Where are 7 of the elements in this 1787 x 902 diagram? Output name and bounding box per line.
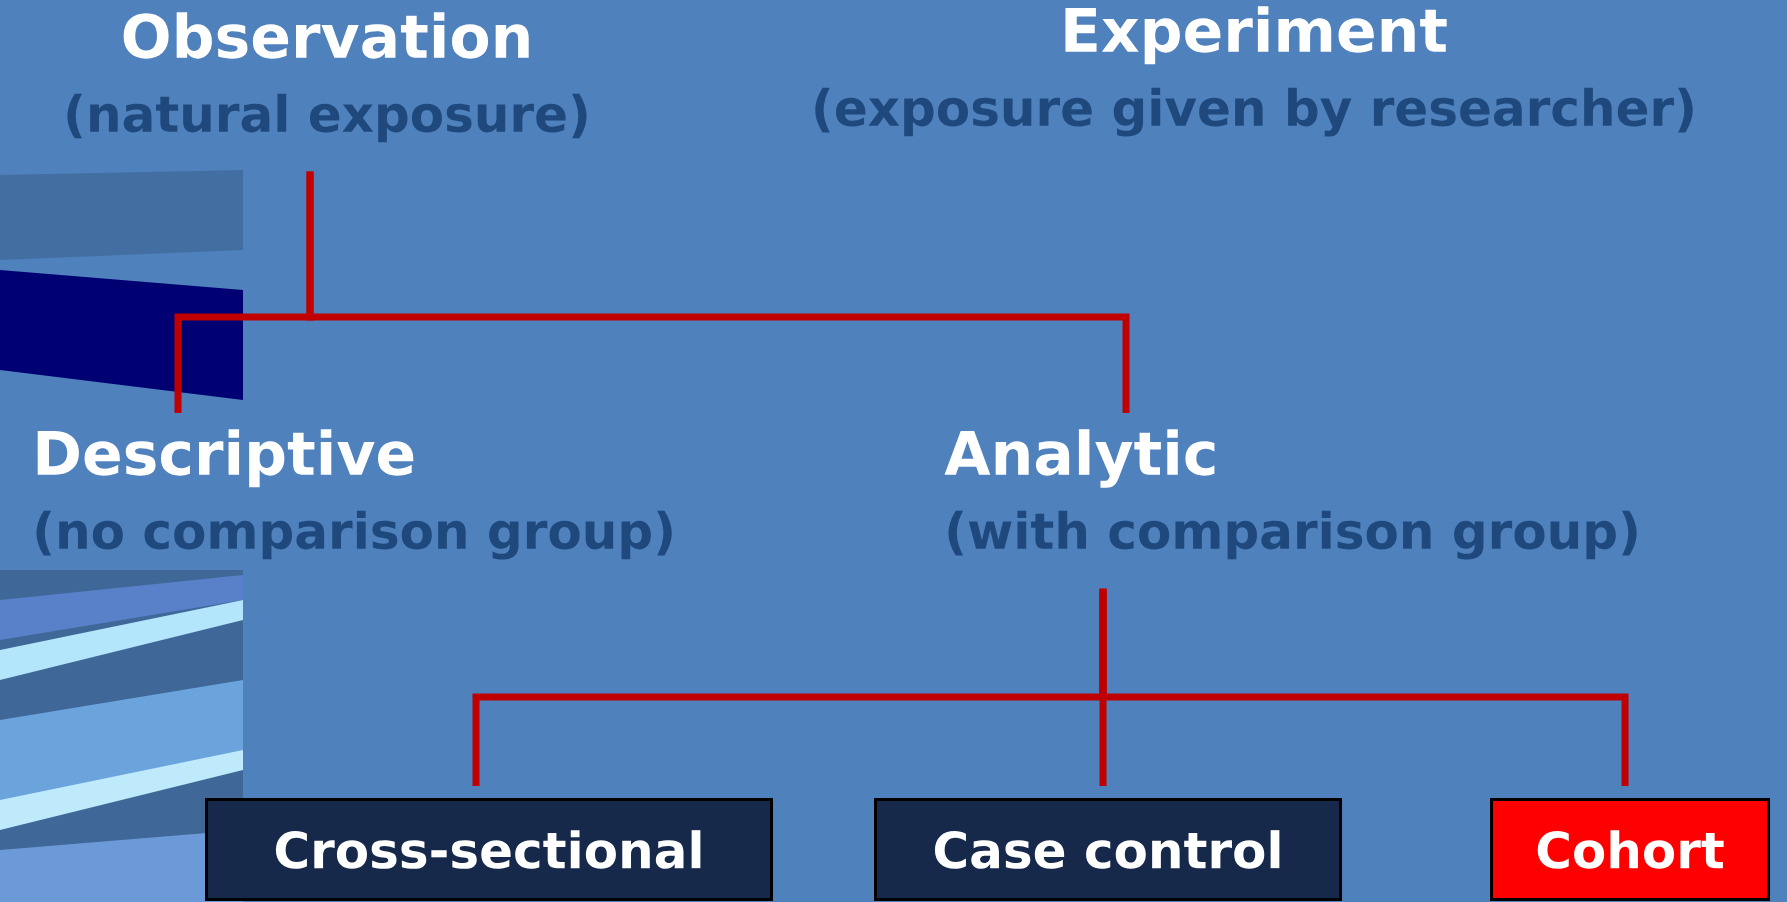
study-type-box: Cross-sectional [205,798,773,901]
study-type-box: Case control [874,798,1342,901]
heading-text: Analytic (with comparison group) [944,429,1637,560]
study-type-box: Cohort [1490,798,1770,901]
heading-text: Experiment (exposure given by researcher) [815,6,1693,137]
heading-text: Observation (natural exposure) [67,12,587,143]
heading-text: Descriptive (no comparison group) [36,429,672,560]
